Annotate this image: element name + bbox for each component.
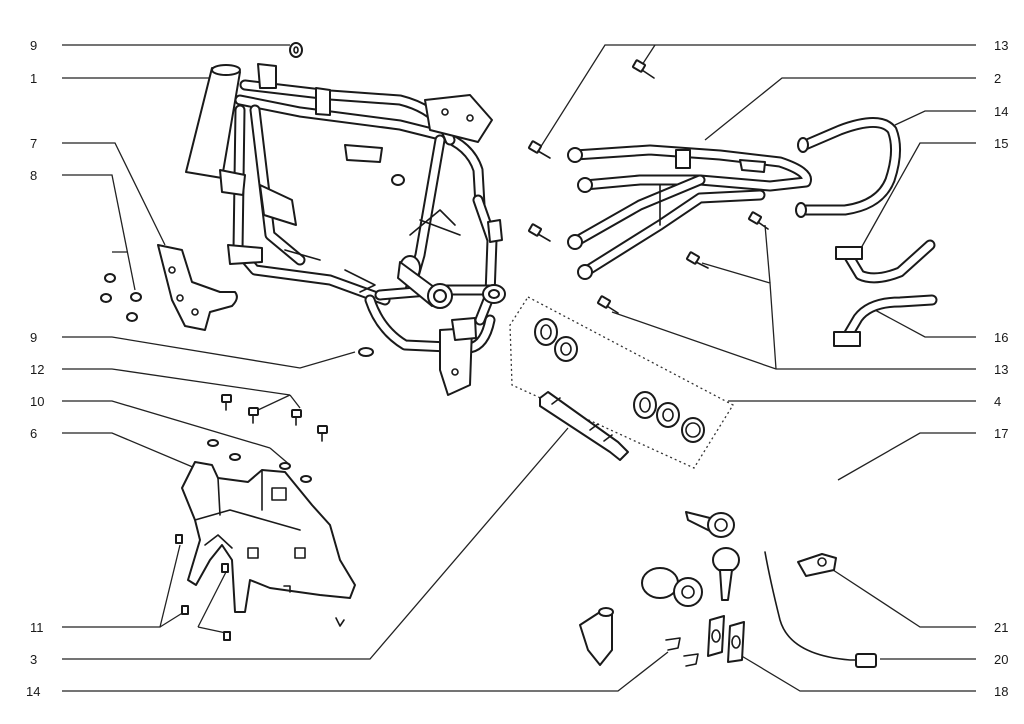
nut-set [100,273,142,322]
bolt [528,140,551,159]
callout-label-left-5: 9 [30,330,37,345]
callout-label-right-1: 13 [994,38,1008,53]
callout-label-right-11: 18 [994,684,1008,699]
lower-cover [181,461,356,627]
callout-label-right-7: 4 [994,394,1001,409]
leader-line [764,224,771,284]
leader-line [739,654,976,692]
rear-subframe [567,144,812,280]
leader-line [539,44,976,149]
leader-line [62,142,166,246]
callout-label-left-1: 9 [30,38,37,53]
callout-label-left-4: 8 [30,168,37,183]
clip-set-11 [175,534,231,641]
rubber-grommet [289,42,374,357]
side-handle-15 [835,239,936,284]
ignition-lock-set [579,511,740,666]
leader-line [859,142,976,251]
leader-line [874,309,976,338]
right-callouts: 13 2 14 15 16 13 4 17 21 20 18 [539,38,1008,699]
bolt [528,223,551,242]
callout-label-left-7: 10 [30,394,44,409]
callout-label-left-8: 6 [30,426,37,441]
leader-line [611,311,976,370]
washer-set-10 [207,439,312,483]
callout-label-left-2: 1 [30,71,37,86]
leader-line [704,77,976,141]
callout-label-left-6: 12 [30,362,44,377]
leader-line [62,368,291,396]
side-handle-16 [833,294,938,347]
callout-label-right-2: 2 [994,71,1001,86]
leader-line [257,394,291,411]
callout-label-right-10: 20 [994,652,1008,667]
callout-label-left-3: 7 [30,136,37,151]
leader-line [701,262,777,370]
leader-line [62,427,569,660]
steering-stem [539,391,629,461]
left-callouts: 9 1 7 8 9 12 10 6 11 3 14 [26,38,669,699]
leader-line [837,432,976,481]
grab-handle [795,117,901,218]
callout-label-right-9: 21 [994,620,1008,635]
bolt [597,295,619,314]
leader-line [62,336,356,369]
callout-label-right-3: 14 [994,104,1008,119]
leader-line [894,110,976,126]
leader-line [62,432,196,469]
leader-line [62,174,136,291]
leader-line [62,544,181,628]
callout-label-right-4: 15 [994,136,1008,151]
callout-label-left-10: 3 [30,652,37,667]
callout-label-right-6: 13 [994,362,1008,377]
bolt-set-13 [528,59,769,314]
lock-plates [665,615,745,667]
wiring-lead [764,551,877,668]
leader-line [829,567,976,628]
callout-label-right-5: 16 [994,330,1008,345]
leader-line [197,626,227,634]
bolt-set-12 [221,394,328,442]
main-frame [185,63,506,396]
bolt [686,251,709,269]
footrest-bracket [157,244,238,331]
callout-label-left-9: 11 [30,620,44,635]
leader-line [197,571,227,628]
bolt [748,211,769,230]
steering-head-bearing-kit [509,296,734,469]
sensor-connector [797,553,837,577]
leader-line [641,44,656,66]
leader-line [62,400,271,449]
callout-label-right-8: 17 [994,426,1008,441]
leader-line [62,651,669,692]
bolt [632,59,655,79]
callout-label-left-11: 14 [26,684,40,699]
leader-line [159,611,185,628]
leader-line [289,394,301,409]
